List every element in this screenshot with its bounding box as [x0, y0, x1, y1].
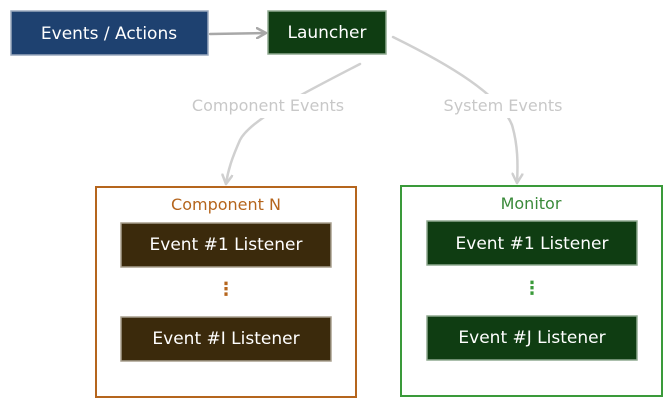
component-listener-first: Event #1 Listener — [120, 222, 332, 268]
component-ellipsis: ⋮ — [217, 279, 235, 300]
monitor-group: Monitor Event #1 Listener ⋮ Event #J Lis… — [400, 185, 663, 397]
monitor-group-title: Monitor — [501, 194, 562, 213]
component-listener-last: Event #I Listener — [120, 316, 332, 362]
monitor-listener-last: Event #J Listener — [426, 315, 638, 361]
edge-events-to-launcher — [208, 33, 268, 34]
monitor-listener-first: Event #1 Listener — [426, 220, 638, 266]
monitor-listener-first-label: Event #1 Listener — [456, 234, 609, 254]
launcher-label: Launcher — [287, 23, 366, 43]
events-actions-label: Events / Actions — [41, 24, 177, 44]
monitor-listener-last-label: Event #J Listener — [458, 328, 605, 348]
component-listener-last-label: Event #I Listener — [152, 329, 299, 349]
system-events-label-bg — [428, 94, 578, 118]
component-events-label: Component Events — [192, 96, 344, 115]
edge-component-events — [226, 62, 362, 186]
component-group: Component N Event #1 Listener ⋮ Event #I… — [95, 186, 357, 398]
component-group-title: Component N — [171, 195, 281, 214]
monitor-ellipsis: ⋮ — [523, 278, 541, 299]
system-events-label: System Events — [444, 96, 563, 115]
events-actions-node: Events / Actions — [10, 10, 209, 56]
launcher-node: Launcher — [267, 10, 387, 55]
component-listener-first-label: Event #1 Listener — [150, 235, 303, 255]
component-events-label-bg — [176, 94, 360, 118]
